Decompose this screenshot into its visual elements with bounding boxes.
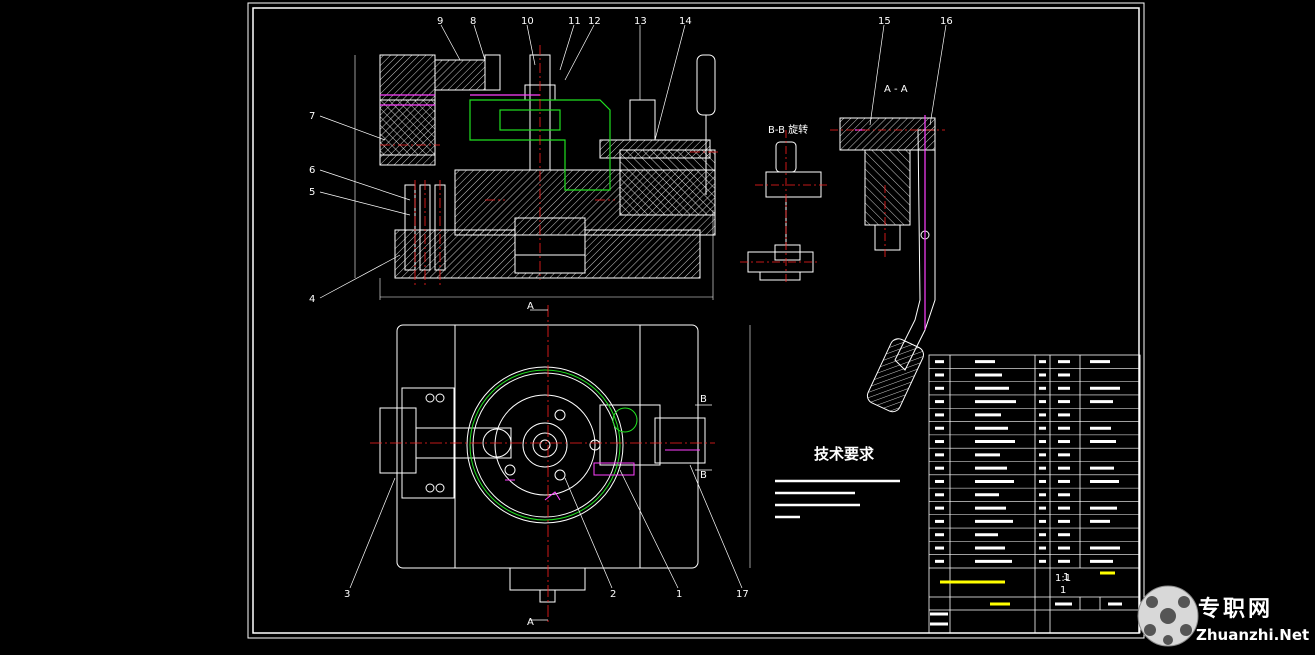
front-section-view	[354, 54, 716, 300]
bb-section-view	[747, 141, 822, 281]
parts-list-table	[928, 354, 1141, 634]
balloon-1: 1	[676, 589, 682, 600]
tech-requirements-title: 技术要求	[814, 445, 875, 463]
balloon-11: 11	[568, 16, 581, 27]
watermark-name-cn: 专职网	[1198, 596, 1273, 622]
front-view-centerlines	[380, 45, 720, 285]
balloon-13: 13	[634, 16, 647, 27]
watermark-domain: Zhuanzhi.Net	[1196, 626, 1309, 644]
leader-lines	[319, 24, 947, 589]
balloon-8: 8	[470, 16, 476, 27]
balloon-17: 17	[736, 589, 749, 600]
title-block-marks	[930, 571, 1122, 626]
balloon-7: 7	[309, 111, 315, 122]
title-block-text: 1 1:1 1	[1055, 572, 1071, 596]
balloon-numbers: 1 2 3 4 5 6 7 8 9 10 11 12 13 14 15 16 1…	[309, 16, 953, 600]
top-view-magenta-marks	[505, 449, 700, 501]
parts-list-rows	[929, 368, 1140, 555]
balloon-5: 5	[309, 187, 315, 198]
title-block	[929, 567, 1140, 611]
balloon-6: 6	[309, 165, 315, 176]
watermark: 专职网 Zhuanzhi.Net	[1137, 585, 1309, 647]
cut-label-b-top: B	[700, 394, 707, 405]
top-view-centerlines	[370, 305, 715, 625]
top-view	[379, 324, 751, 603]
cut-label-b-bottom: B	[700, 470, 707, 481]
bb-centerlines	[740, 130, 830, 285]
section-labels: A - A B-B 旋转 A A B B	[527, 84, 908, 628]
title-block-scale: 1:1	[1055, 573, 1071, 584]
title-block-qty-1: 1	[1063, 572, 1069, 583]
title-block-sheet: 1	[1060, 585, 1066, 596]
balloon-9: 9	[437, 16, 443, 27]
aa-centerlines	[830, 129, 945, 260]
cut-label-a-top: A	[527, 301, 534, 312]
watermark-ball-pattern	[1144, 596, 1192, 645]
section-label-bb: B-B 旋转	[768, 123, 808, 136]
front-view-green-part	[469, 99, 611, 191]
technical-requirements: 技术要求	[775, 445, 900, 519]
parts-list-cell-marks	[935, 360, 1120, 563]
front-view-magenta-marks	[380, 94, 540, 106]
balloon-3: 3	[344, 589, 350, 600]
balloon-4: 4	[309, 294, 315, 305]
cut-label-a-bottom: A	[527, 617, 534, 628]
balloon-15: 15	[878, 16, 891, 27]
balloon-16: 16	[940, 16, 953, 27]
balloon-2: 2	[610, 589, 616, 600]
balloon-14: 14	[679, 16, 692, 27]
top-view-green-ring	[469, 369, 638, 521]
drawing-frame	[247, 2, 1145, 639]
balloon-12: 12	[588, 16, 601, 27]
aa-section-view	[839, 117, 936, 413]
tech-requirements-lines	[775, 479, 900, 519]
section-cut-line-a	[530, 309, 712, 621]
balloon-10: 10	[521, 16, 534, 27]
section-label-aa: A - A	[884, 84, 908, 95]
